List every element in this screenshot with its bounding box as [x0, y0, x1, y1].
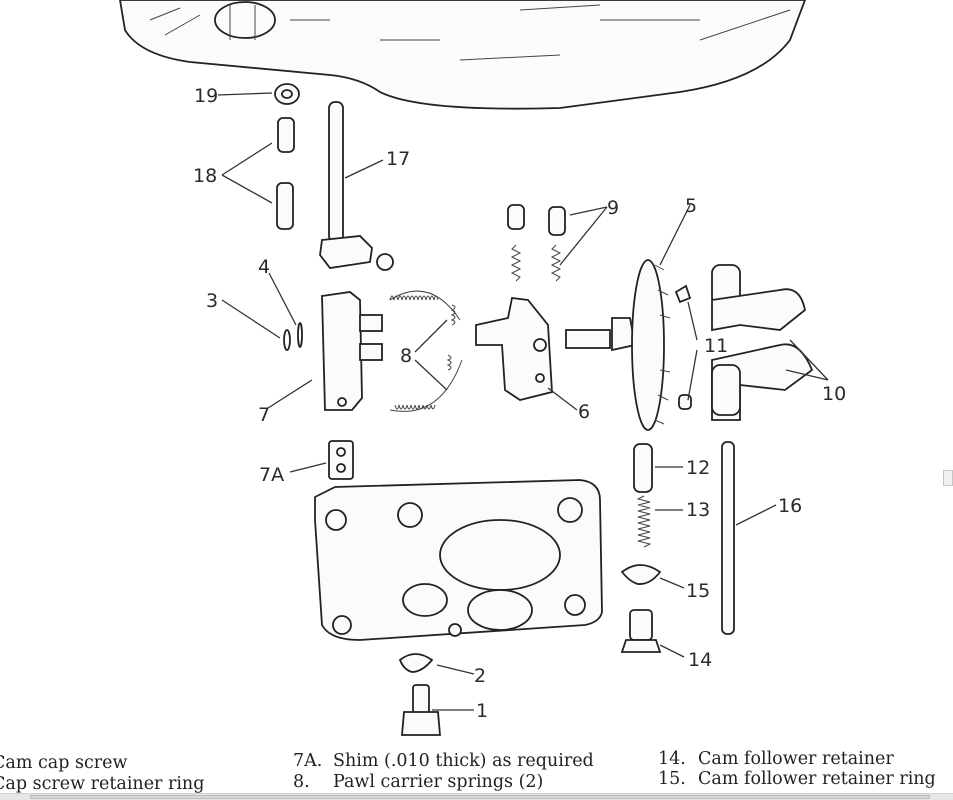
callout-7a: 7A — [259, 464, 284, 486]
exploded-parts-diagram: 19 18 17 9 5 4 3 8 11 10 7 6 7A 12 16 13… — [119, 0, 846, 736]
horizontal-scrollbar-thumb[interactable] — [30, 795, 930, 799]
callout-14: 14 — [688, 649, 712, 671]
part-7-pawl-carrier — [321, 291, 383, 411]
part-1-2-screw — [398, 653, 441, 736]
part-17-shaft — [319, 101, 394, 271]
part-16-rod — [721, 441, 735, 635]
callout-13: 13 — [686, 499, 710, 521]
callout-15: 15 — [686, 580, 710, 602]
part-7a-shim — [328, 440, 354, 480]
callout-19: 19 — [194, 85, 218, 107]
parts-legend: Cam cap screw Cap screw retainer ring 7A… — [0, 748, 945, 800]
callout-12: 12 — [686, 457, 710, 479]
callout-3: 3 — [206, 290, 218, 312]
leader-lines — [217, 92, 829, 711]
part-9-pawls — [507, 204, 566, 282]
callout-labels: 19 18 17 9 5 4 3 8 11 10 7 6 7A 12 16 13… — [193, 85, 846, 722]
legend-number: 8. — [293, 772, 310, 792]
legend-item: 7A. Shim (.010 thick) as required — [293, 750, 594, 772]
legend-text: Cam follower retainer — [698, 749, 894, 769]
part-8-springs — [389, 290, 463, 412]
legend-text: Cam cap screw — [0, 753, 128, 773]
gearbox-housing — [119, 0, 806, 110]
legend-number: 15. — [658, 769, 686, 789]
legend-item: Cam cap screw — [0, 752, 127, 774]
vertical-scrollbar-button[interactable] — [943, 470, 953, 486]
callout-10: 10 — [822, 383, 846, 405]
legend-text: Cam follower retainer ring — [698, 769, 936, 789]
legend-text: Shim (.010 thick) as required — [333, 751, 594, 771]
callout-5: 5 — [685, 195, 697, 217]
part-10-forks — [711, 264, 814, 421]
part-18-bushings — [276, 117, 295, 230]
callout-1: 1 — [476, 700, 488, 722]
legend-text: Cap screw retainer ring — [0, 774, 205, 794]
callout-2: 2 — [474, 665, 486, 687]
part-14-15-retainer — [620, 564, 662, 653]
callout-9: 9 — [607, 197, 619, 219]
horizontal-scrollbar[interactable] — [0, 793, 953, 800]
legend-text: Pawl carrier springs (2) — [333, 772, 544, 792]
legend-item: Cap screw retainer ring — [0, 773, 204, 795]
legend-number: 14. — [658, 749, 686, 769]
callout-18: 18 — [193, 165, 217, 187]
part-6-pawl-body — [475, 297, 553, 401]
part-3-4-clips — [283, 322, 303, 351]
callout-16: 16 — [778, 495, 802, 517]
legend-number: 7A. — [293, 751, 323, 771]
callout-17: 17 — [386, 148, 410, 170]
part-5-drum — [565, 259, 671, 431]
part-12-13-follower — [633, 443, 653, 548]
callout-6: 6 — [578, 401, 590, 423]
legend-item: 14. Cam follower retainer — [658, 748, 894, 770]
callout-7: 7 — [258, 404, 270, 426]
legend-item: 15. Cam follower retainer ring — [658, 768, 945, 790]
part-19-washer — [274, 83, 300, 105]
cover-plate — [314, 479, 603, 641]
legend-item: 8. Pawl carrier springs (2) — [293, 771, 543, 793]
callout-8: 8 — [400, 345, 412, 367]
callout-11: 11 — [704, 335, 728, 357]
callout-4: 4 — [258, 256, 270, 278]
